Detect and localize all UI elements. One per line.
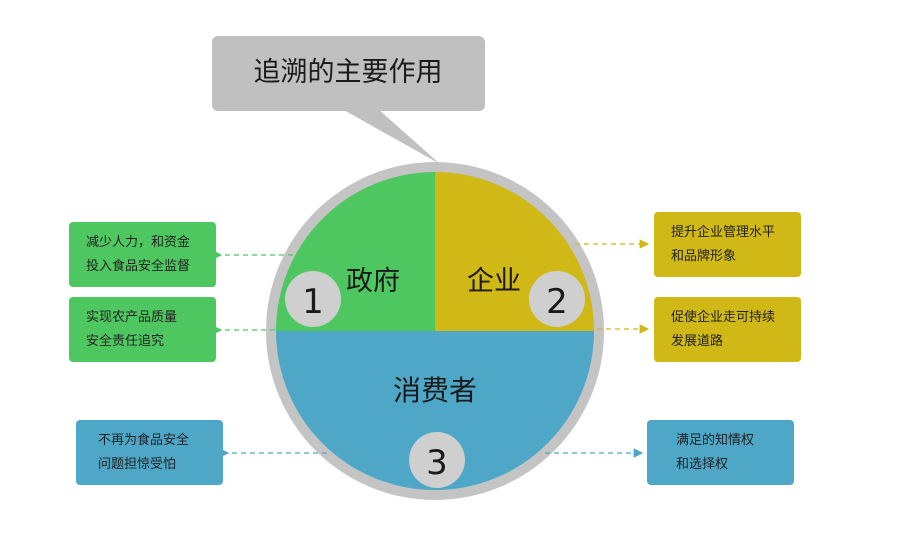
enterprise-benefit-2-line-1: 促使企业走可持续 [671, 310, 776, 325]
diagram-title: 追溯的主要作用 [254, 57, 443, 88]
consumer-number-badge [409, 432, 465, 488]
enterprise-number: 2 [546, 282, 568, 322]
government-number: 1 [302, 282, 324, 322]
consumer-benefit-1-line-1: 不再为食品安全 [98, 433, 190, 448]
government-benefit-box-1: 减少人力，和资金 投入食品安全监督 [69, 222, 216, 287]
government-benefit-box-2: 实现农产品质量 安全责任追究 [69, 297, 216, 362]
enterprise-benefit-1-line-1: 提升企业管理水平 [671, 225, 776, 240]
government-benefit-2-line-2: 安全责任追究 [86, 334, 165, 349]
government-benefit-1-line-1: 减少人力，和资金 [86, 235, 191, 250]
government-label: 政府 [346, 266, 400, 297]
consumer-benefit-2-line-2: 和选择权 [676, 457, 729, 472]
government-number-badge [285, 271, 341, 327]
enterprise-number-badge [529, 271, 585, 327]
enterprise-benefit-box-1: 提升企业管理水平 和品牌形象 [654, 212, 801, 277]
consumer-number: 3 [426, 443, 448, 483]
consumer-benefit-2-line-1: 满足的知情权 [676, 433, 755, 448]
government-benefit-1-line-2: 投入食品安全监督 [86, 259, 191, 274]
enterprise-benefit-2-line-2: 发展道路 [671, 334, 724, 349]
consumer-benefit-1-line-2: 问题担惊受怕 [98, 457, 177, 472]
enterprise-benefit-1-line-2: 和品牌形象 [671, 249, 737, 264]
title-callout [212, 36, 485, 111]
consumer-label: 消费者 [393, 374, 477, 407]
government-benefit-2-line-1: 实现农产品质量 [86, 310, 178, 325]
consumer-benefit-box-2: 满足的知情权 和选择权 [647, 420, 794, 485]
consumer-benefit-box-1: 不再为食品安全 问题担惊受怕 [76, 420, 223, 485]
enterprise-benefit-box-2: 促使企业走可持续 发展道路 [654, 297, 801, 362]
enterprise-label: 企业 [467, 266, 521, 297]
callout-pointer [342, 109, 440, 164]
